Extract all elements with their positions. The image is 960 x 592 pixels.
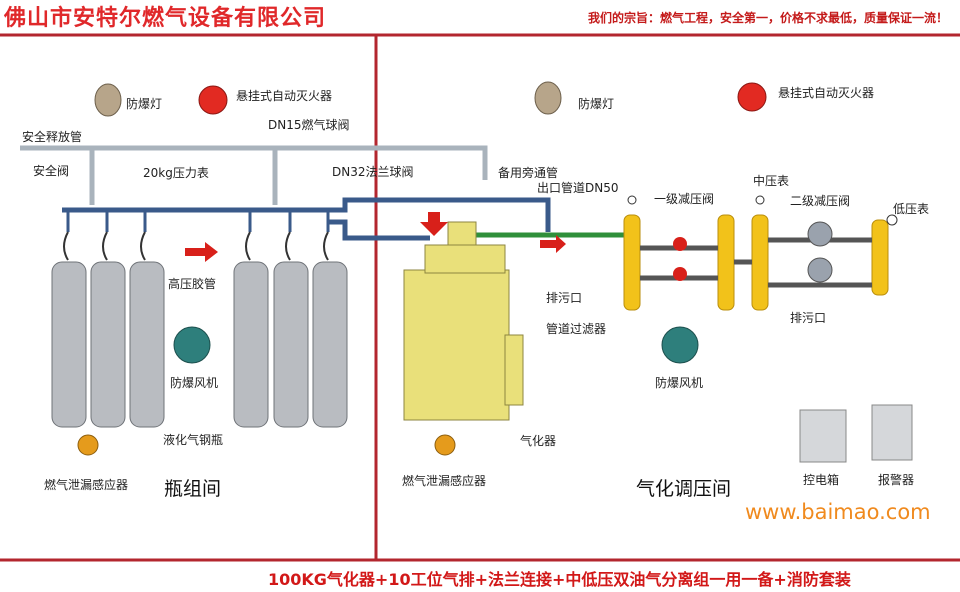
- sensor-right-icon: [434, 434, 456, 456]
- company-motto: 我们的宗旨：燃气工程，安全第一，价格不求最低，质量保证一流！: [587, 11, 948, 25]
- label-low-gauge: 低压表: [893, 202, 930, 216]
- lamp-right-icon: [534, 81, 562, 115]
- label-lamp-left: 防爆灯: [126, 97, 163, 111]
- lamp-left-icon: [94, 83, 122, 117]
- extinguisher-right-icon: [737, 82, 767, 112]
- extinguisher-left-icon: [198, 85, 228, 115]
- label-drain-right: 排污口: [790, 311, 827, 325]
- label-outlet: 出口管道DN50: [537, 181, 619, 195]
- footer-caption: 100KG气化器+10工位气排+法兰连接+中低压双油气分离组一用一备+消防套装: [268, 570, 851, 589]
- hp-hoses: [63, 231, 329, 261]
- room-label-right: 气化调压间: [636, 478, 732, 500]
- flow-arrows: [185, 212, 566, 262]
- label-bypass: 备用旁通管: [498, 166, 559, 180]
- label-dn32: DN32法兰球阀: [332, 165, 414, 179]
- label-sensor-left: 燃气泄漏感应器: [44, 478, 129, 492]
- cylinder-4: [233, 261, 269, 428]
- label-hp-hose: 高压胶管: [168, 277, 217, 291]
- sensor-left-icon: [77, 434, 99, 456]
- manifold-drops: [66, 210, 330, 232]
- label-vaporizer: 气化器: [520, 434, 557, 448]
- cylinder-3: [129, 261, 165, 428]
- label-gauge-20kg: 20kg压力表: [143, 166, 209, 180]
- label-fan-left: 防爆风机: [170, 376, 219, 390]
- label-stage1: 一级减压阀: [654, 192, 715, 206]
- alarm-icon: [871, 404, 913, 461]
- label-cylinder: 液化气钢瓶: [163, 433, 224, 447]
- company-name: 佛山市安特尔燃气设备有限公司: [4, 5, 327, 31]
- control-box-icon: [799, 409, 847, 463]
- label-sensor-right: 燃气泄漏感应器: [402, 474, 487, 488]
- fan-right-icon: [661, 326, 699, 364]
- label-fan-right: 防爆风机: [655, 376, 704, 390]
- cylinders: [51, 261, 348, 428]
- cylinder-5: [273, 261, 309, 428]
- label-lamp-right: 防爆灯: [578, 97, 615, 111]
- cylinder-2: [90, 261, 126, 428]
- label-safety-valve: 安全阀: [33, 164, 70, 178]
- label-drain-left: 排污口: [546, 291, 583, 305]
- regulator-assembly: [623, 195, 898, 311]
- watermark: www.baimao.com: [745, 500, 931, 524]
- label-extinguisher-right: 悬挂式自动灭火器: [778, 86, 875, 100]
- vaporizer-unit: [403, 221, 524, 421]
- cylinder-6: [312, 261, 348, 428]
- cylinder-1: [51, 261, 87, 428]
- room-label-left: 瓶组间: [164, 478, 222, 500]
- label-filter: 管道过滤器: [546, 322, 607, 336]
- label-extinguisher-left: 悬挂式自动灭火器: [236, 89, 333, 103]
- label-control-box: 控电箱: [803, 473, 840, 487]
- label-stage2: 二级减压阀: [790, 194, 851, 208]
- fan-left-icon: [173, 326, 211, 364]
- label-alarm: 报警器: [878, 473, 915, 487]
- label-mid-gauge: 中压表: [753, 174, 790, 188]
- label-dn15: DN15燃气球阀: [268, 118, 350, 132]
- label-relief-pipe: 安全释放管: [22, 130, 83, 144]
- relief-pipe: [20, 145, 488, 205]
